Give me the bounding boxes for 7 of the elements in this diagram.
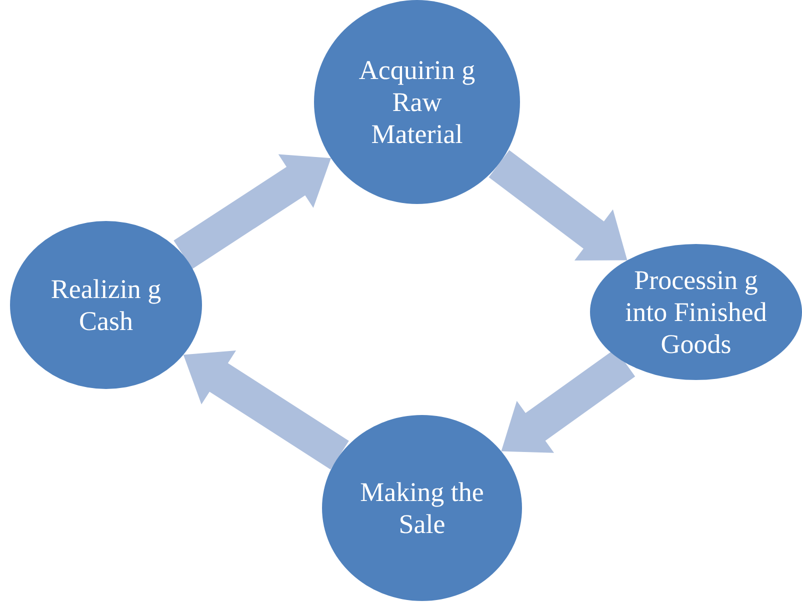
step-label: Making the Sale — [359, 476, 485, 540]
step-label: Acquirin g Raw Material — [358, 54, 476, 150]
block-arrow — [183, 350, 349, 470]
step-label: Realizin g Cash — [50, 273, 162, 337]
step-label: Processin g into Finished Goods — [624, 264, 768, 360]
block-arrow — [174, 154, 331, 269]
block-arrow — [488, 150, 628, 261]
